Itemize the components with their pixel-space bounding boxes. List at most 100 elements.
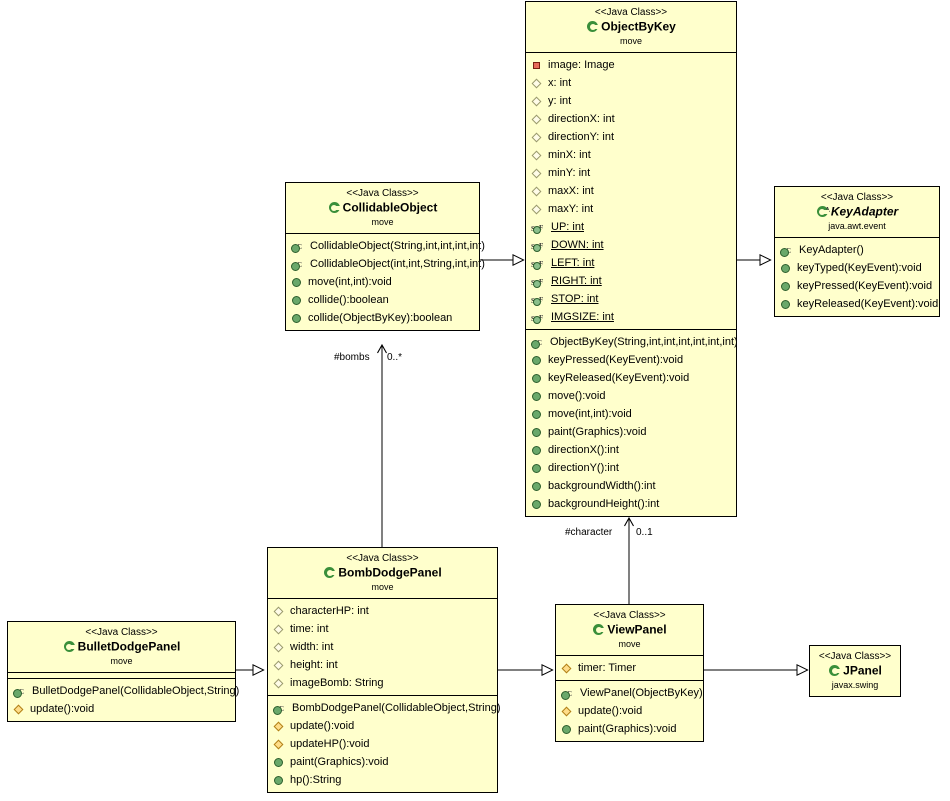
class-header: <<Java Class>> BulletDodgePanel move — [8, 622, 235, 674]
method-label: move(int,int):void — [548, 408, 632, 421]
public-method-icon — [561, 723, 574, 736]
attribute-row[interactable]: width: int — [268, 638, 497, 656]
private-field-icon — [531, 59, 544, 72]
method-row[interactable]: directionX():int — [526, 441, 736, 459]
assoc-multiplicity-bombs: 0..* — [387, 352, 403, 364]
uml-class-objectbykey[interactable]: <<Java Class>> ObjectByKey move image: I… — [525, 1, 738, 518]
uml-class-jpanel[interactable]: <<Java Class>> JPanel javax.swing — [809, 645, 901, 698]
method-row[interactable]: CKeyAdapter() — [775, 241, 939, 259]
method-row[interactable]: paint(Graphics):void — [268, 753, 497, 771]
method-row[interactable]: directionY():int — [526, 459, 736, 477]
protected-field-icon — [531, 149, 544, 162]
method-row[interactable]: hp():String — [268, 771, 497, 789]
class-header: <<Java Class>> CollidableObject move — [286, 183, 479, 235]
method-row[interactable]: move(int,int):void — [286, 273, 479, 291]
public-method-icon — [291, 294, 304, 307]
method-row[interactable]: CBombDodgePanel(CollidableObject,String) — [268, 699, 501, 717]
method-label: collide(ObjectByKey):boolean — [308, 312, 453, 325]
attribute-row[interactable]: x: int — [526, 74, 736, 92]
method-label: directionY():int — [548, 462, 619, 475]
method-row[interactable]: collide():boolean — [286, 291, 479, 309]
method-row[interactable]: CViewPanel(ObjectByKey) — [556, 684, 703, 702]
protected-field-icon — [531, 77, 544, 90]
attribute-label: LEFT: int — [551, 257, 595, 270]
method-label: move():void — [548, 390, 606, 403]
attribute-row[interactable]: height: int — [268, 656, 497, 674]
attribute-row[interactable]: minX: int — [526, 146, 736, 164]
method-label: keyReleased(KeyEvent):void — [548, 372, 690, 385]
uml-class-bulletdodgepanel[interactable]: <<Java Class>> BulletDodgePanel move CBu… — [7, 621, 239, 723]
class-package: move — [371, 217, 394, 228]
method-row[interactable]: keyTyped(KeyEvent):void — [775, 259, 939, 277]
method-label: CollidableObject(String,int,int,int,int) — [310, 240, 485, 253]
class-package: move — [619, 36, 642, 47]
method-row[interactable]: keyPressed(KeyEvent):void — [526, 351, 736, 369]
attribute-row[interactable]: characterHP: int — [268, 602, 497, 620]
public-method-icon — [291, 276, 304, 289]
constructor-icon: C — [13, 685, 28, 698]
attribute-label: y: int — [548, 95, 572, 108]
method-label: BombDodgePanel(CollidableObject,String) — [292, 702, 501, 715]
method-row[interactable]: move(int,int):void — [526, 405, 736, 423]
attribute-row[interactable]: y: int — [526, 92, 736, 110]
protected-field-icon — [531, 203, 544, 216]
java-class-icon — [828, 664, 842, 677]
attribute-row[interactable]: SFLEFT: int — [526, 254, 736, 272]
method-row[interactable]: update():void — [268, 717, 497, 735]
method-row[interactable]: backgroundHeight():int — [526, 495, 736, 513]
method-label: ViewPanel(ObjectByKey) — [580, 687, 703, 700]
method-row[interactable]: CObjectByKey(String,int,int,int,int,int,… — [526, 333, 738, 351]
static-final-field-icon: SF — [531, 311, 547, 324]
attribute-row[interactable]: maxX: int — [526, 182, 736, 200]
protected-method-icon — [273, 720, 286, 733]
attribute-row[interactable]: directionX: int — [526, 110, 736, 128]
method-row[interactable]: collide(ObjectByKey):boolean — [286, 309, 479, 327]
attribute-label: maxX: int — [548, 185, 594, 198]
method-label: hp():String — [290, 774, 342, 787]
uml-class-bombdodgepanel[interactable]: <<Java Class>> BombDodgePanel move chara… — [267, 547, 501, 794]
attribute-row[interactable]: time: int — [268, 620, 497, 638]
attribute-row[interactable]: SF IMGSIZE: int — [526, 308, 736, 326]
attribute-row[interactable]: maxY: int — [526, 200, 736, 218]
protected-field-icon — [273, 605, 286, 618]
class-name: ObjectByKey — [601, 19, 676, 34]
method-row[interactable]: backgroundWidth():int — [526, 477, 736, 495]
attribute-row[interactable]: directionY: int — [526, 128, 736, 146]
class-name: BulletDodgePanel — [77, 639, 181, 654]
uml-class-keyadapter[interactable]: <<Java Class>> AKeyAdapter java.awt.even… — [774, 186, 940, 318]
attribute-row[interactable]: SFRIGHT: int — [526, 272, 736, 290]
method-label: paint(Graphics):void — [290, 756, 389, 769]
attribute-row[interactable]: SFSTOP: int — [526, 290, 736, 308]
method-row[interactable]: CBulletDodgePanel(CollidableObject,Strin… — [8, 682, 239, 700]
class-package: move — [110, 656, 133, 667]
method-row[interactable]: keyReleased(KeyEvent):void — [775, 295, 939, 313]
method-row[interactable]: update():void — [556, 702, 703, 720]
class-header: <<Java Class>> ObjectByKey move — [526, 2, 736, 54]
attribute-label: IMGSIZE: int — [551, 311, 614, 324]
method-row[interactable]: move():void — [526, 387, 736, 405]
method-row[interactable]: update():void — [8, 700, 235, 718]
attribute-row[interactable]: image: Image — [526, 56, 736, 74]
method-label: keyPressed(KeyEvent):void — [797, 280, 933, 293]
uml-class-collidableobject[interactable]: <<Java Class>> CollidableObject move CCo… — [285, 182, 485, 332]
method-row[interactable]: updateHP():void — [268, 735, 497, 753]
method-row[interactable]: CCollidableObject(int,int,String,int,int… — [286, 255, 485, 273]
attributes-compartment: image: Image x: int y: int directionX: i… — [526, 53, 736, 331]
protected-field-icon — [561, 662, 574, 675]
method-label: keyReleased(KeyEvent):void — [797, 298, 939, 311]
method-row[interactable]: paint(Graphics):void — [526, 423, 736, 441]
method-row[interactable]: keyReleased(KeyEvent):void — [526, 369, 736, 387]
attribute-label: height: int — [290, 659, 338, 672]
class-header: <<Java Class>> AKeyAdapter java.awt.even… — [775, 187, 939, 239]
attribute-row[interactable]: SFUP: int — [526, 218, 736, 236]
attribute-row[interactable]: timer: Timer — [556, 659, 703, 677]
attribute-row[interactable]: imageBomb: String — [268, 674, 497, 692]
attribute-row[interactable]: SFDOWN: int — [526, 236, 736, 254]
method-row[interactable]: CCollidableObject(String,int,int,int,int… — [286, 237, 485, 255]
method-row[interactable]: paint(Graphics):void — [556, 720, 703, 738]
attribute-row[interactable]: minY: int — [526, 164, 736, 182]
class-stereotype: <<Java Class>> — [593, 610, 666, 621]
uml-class-viewpanel[interactable]: <<Java Class>> ViewPanel move timer: Tim… — [555, 604, 704, 743]
method-row[interactable]: keyPressed(KeyEvent):void — [775, 277, 939, 295]
public-method-icon — [531, 372, 544, 385]
